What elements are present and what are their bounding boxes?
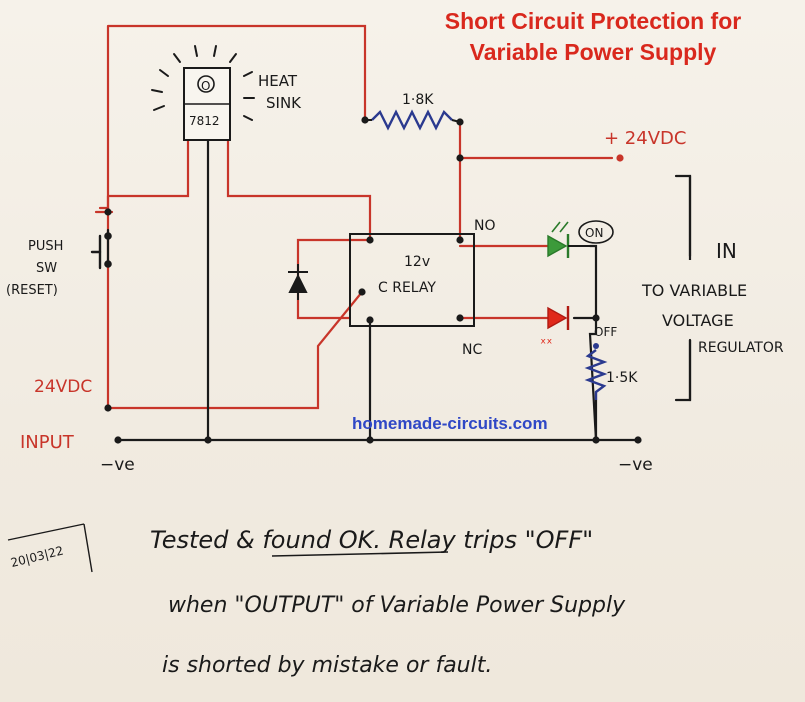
push-switch	[90, 232, 112, 270]
relay-box	[349, 233, 475, 327]
no-label: NO	[474, 218, 496, 234]
junction-dots	[104, 116, 642, 444]
regulator-mounting-hole	[197, 75, 215, 93]
push-label-3: (RESET)	[6, 283, 58, 298]
regulator-label: 7812	[189, 114, 220, 128]
date-label: 20|03|22	[9, 543, 65, 570]
to-label-1: TO VARIABLE	[641, 281, 747, 300]
input-voltage-label: 24VDC	[34, 377, 92, 397]
red-led-mark: ˣˣ	[540, 336, 552, 352]
flyback-diode	[288, 264, 308, 300]
neg-left-label: −ve	[100, 455, 135, 475]
in-label: IN	[716, 239, 737, 263]
note-underline	[271, 551, 449, 557]
to-label-3: REGULATOR	[698, 340, 784, 356]
supply-24vdc-label: + 24VDC	[604, 128, 686, 149]
resistor-bottom-label: 1·5K	[606, 370, 638, 386]
regulator-out-wire	[226, 138, 372, 238]
on-label-circle	[578, 220, 614, 244]
title-line-2: Variable Power Supply	[469, 39, 717, 65]
note-line-3: is shorted by mistake or fault.	[162, 653, 492, 678]
output-bracket	[676, 175, 691, 401]
regulator-7812	[183, 67, 231, 141]
watermark: homemade-circuits.com	[352, 414, 548, 433]
relay-12v-label: 12v	[404, 254, 430, 270]
heat-sink-label-2: SINK	[266, 94, 302, 112]
note-line-1: Tested & found OK. Relay trips "OFF"	[150, 526, 593, 554]
heat-sink-label-1: HEAT	[258, 72, 298, 90]
resistor-1-5k	[584, 343, 608, 400]
regulator-o-label: O	[201, 79, 210, 93]
note-line-2: when "OUTPUT" of Variable Power Supply	[168, 593, 626, 618]
date-box	[7, 523, 93, 573]
input-label: INPUT	[20, 432, 75, 453]
off-label: OFF	[594, 325, 617, 339]
red-wires	[94, 24, 614, 410]
nc-label: NC	[462, 342, 482, 358]
diagram-title: Short Circuit Protection for Variable Po…	[388, 6, 798, 68]
led-off	[547, 306, 570, 330]
on-label: ON	[585, 226, 603, 240]
push-label-1: PUSH	[28, 239, 63, 254]
relay-c-label: C RELAY	[378, 280, 436, 296]
heat-sink-rays	[151, 45, 255, 121]
resistor-top-label: 1·8K	[402, 92, 434, 108]
input-red-wire	[106, 290, 364, 410]
push-label-2: SW	[36, 261, 57, 276]
led-on	[547, 221, 590, 258]
top-rail-wire	[106, 24, 367, 214]
title-line-1: Short Circuit Protection for	[444, 8, 742, 34]
to-label-2: VOLTAGE	[662, 311, 734, 330]
neg-right-label: −ve	[618, 455, 653, 475]
